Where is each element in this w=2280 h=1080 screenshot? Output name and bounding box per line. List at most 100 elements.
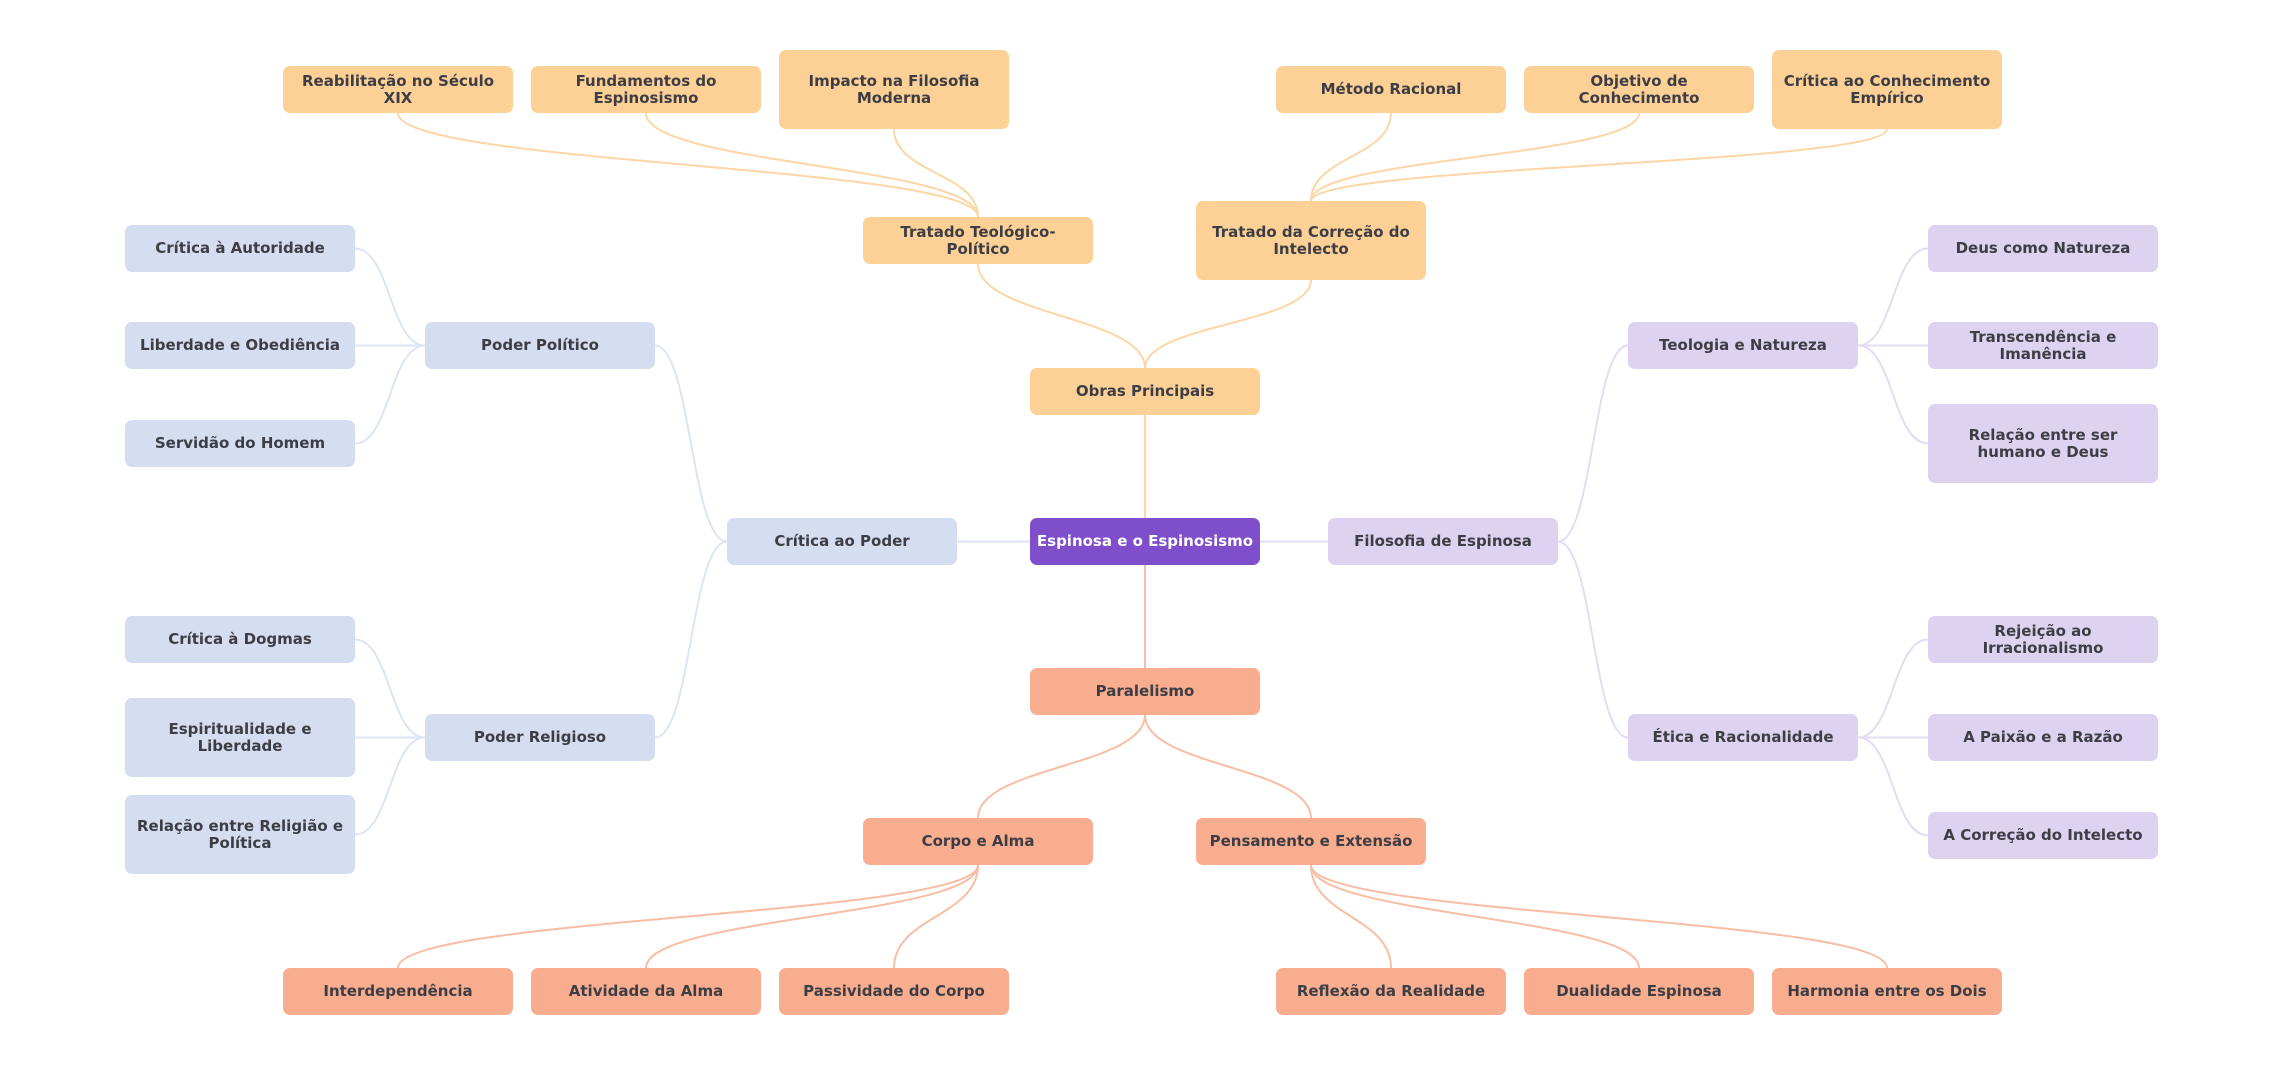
node-label: Rejeição ao Irracionalismo — [1982, 621, 2104, 657]
edge-filosofia-teologia — [1557, 344, 1629, 543]
node-metodo[interactable]: Método Racional — [1276, 66, 1506, 113]
node-interdependencia[interactable]: Interdependência — [283, 968, 513, 1015]
node-label: Corpo e Alma — [921, 832, 1035, 850]
edge-critica-politico — [654, 344, 728, 543]
node-label: A Correção do Intelecto — [1943, 826, 2143, 844]
node-harmonia[interactable]: Harmonia entre os Dois — [1772, 968, 2002, 1015]
node-label: Pensamento e Extensão — [1209, 832, 1413, 850]
node-label: Teologia e Natureza — [1659, 336, 1827, 354]
node-label: Crítica à Dogmas — [168, 630, 312, 648]
node-dualidade[interactable]: Dualidade Espinosa — [1524, 968, 1754, 1015]
node-label: Crítica ao Conhecimento Empírico — [1783, 71, 1991, 107]
node-label: A Paixão e a Razão — [1963, 728, 2123, 746]
node-label: Espiritualidade e Liberdade — [168, 719, 312, 755]
edge-paralelismo-pensamento — [1144, 714, 1312, 819]
node-label: Interdependência — [323, 982, 473, 1000]
edge-corpo-atividade — [645, 864, 979, 969]
node-autoridade[interactable]: Crítica à Autoridade — [125, 225, 355, 272]
node-correcao[interactable]: A Correção do Intelecto — [1928, 812, 2158, 859]
edge-etica-correcao — [1857, 736, 1929, 837]
node-tci[interactable]: Tratado da Correção do Intelecto — [1196, 201, 1426, 280]
root-node[interactable]: Espinosa e o Espinosismo — [1030, 518, 1260, 565]
node-label: Poder Religioso — [473, 728, 607, 746]
node-label: Reabilitação no Século XIX — [301, 71, 495, 107]
node-rejeicao[interactable]: Rejeição ao Irracionalismo — [1928, 616, 2158, 663]
edge-tci-critica_emp — [1310, 128, 1888, 202]
node-dogmas[interactable]: Crítica à Dogmas — [125, 616, 355, 663]
node-deus[interactable]: Deus como Natureza — [1928, 225, 2158, 272]
node-label: Objetivo de Conhecimento — [1578, 71, 1700, 107]
edge-ttp-fundamentos — [645, 112, 979, 218]
node-label: Crítica ao Poder — [774, 532, 910, 550]
node-liberdade[interactable]: Liberdade e Obediência — [125, 322, 355, 369]
node-politico[interactable]: Poder Político — [425, 322, 655, 369]
node-critica[interactable]: Crítica ao Poder — [727, 518, 957, 565]
node-corpo[interactable]: Corpo e Alma — [863, 818, 1093, 865]
edge-teologia-rel_humano — [1857, 344, 1929, 445]
node-label: Liberdade e Obediência — [140, 336, 340, 354]
node-servidao[interactable]: Servidão do Homem — [125, 420, 355, 467]
node-label: Dualidade Espinosa — [1556, 982, 1722, 1000]
edge-tci-objetivo — [1310, 112, 1640, 202]
node-teologia[interactable]: Teologia e Natureza — [1628, 322, 1858, 369]
node-label: Passividade do Corpo — [803, 982, 985, 1000]
node-label: Filosofia de Espinosa — [1354, 532, 1532, 550]
node-label: Reflexão da Realidade — [1296, 982, 1486, 1000]
node-critica-emp[interactable]: Crítica ao Conhecimento Empírico — [1772, 50, 2002, 129]
node-pensamento[interactable]: Pensamento e Extensão — [1196, 818, 1426, 865]
edge-paralelismo-corpo — [977, 714, 1146, 819]
node-transcendencia[interactable]: Transcendência e Imanência — [1928, 322, 2158, 369]
node-reflexao[interactable]: Reflexão da Realidade — [1276, 968, 1506, 1015]
node-label: Método Racional — [1320, 80, 1462, 98]
edge-religioso-dogmas — [354, 638, 426, 739]
node-label: Paralelismo — [1095, 682, 1195, 700]
node-reabilitacao[interactable]: Reabilitação no Século XIX — [283, 66, 513, 113]
node-paralelismo[interactable]: Paralelismo — [1030, 668, 1260, 715]
node-label: Transcendência e Imanência — [1969, 327, 2117, 363]
node-religioso[interactable]: Poder Religioso — [425, 714, 655, 761]
edge-obras-ttp — [977, 263, 1146, 369]
node-obras[interactable]: Obras Principais — [1030, 368, 1260, 415]
node-paixao[interactable]: A Paixão e a Razão — [1928, 714, 2158, 761]
edge-teologia-deus — [1857, 247, 1929, 347]
node-label: Servidão do Homem — [154, 434, 326, 452]
edge-politico-autoridade — [354, 247, 426, 347]
node-label: Obras Principais — [1075, 382, 1215, 400]
edge-pensamento-dualidade — [1310, 864, 1640, 969]
edge-religioso-rel_religiao — [354, 736, 426, 836]
edge-tci-metodo — [1310, 112, 1392, 202]
node-etica[interactable]: Ética e Racionalidade — [1628, 714, 1858, 761]
edge-corpo-passividade — [893, 864, 979, 969]
edge-ttp-impacto — [893, 128, 979, 218]
edge-politico-servidao — [354, 344, 426, 445]
node-label: Espinosa e o Espinosismo — [1036, 532, 1254, 550]
node-label: Impacto na Filosofia Moderna — [808, 71, 980, 107]
node-passividade[interactable]: Passividade do Corpo — [779, 968, 1009, 1015]
node-fundamentos[interactable]: Fundamentos do Espinosismo — [531, 66, 761, 113]
node-label: Poder Político — [481, 336, 599, 354]
node-objetivo[interactable]: Objetivo de Conhecimento — [1524, 66, 1754, 113]
node-label: Crítica à Autoridade — [155, 239, 325, 257]
node-label: Ética e Racionalidade — [1652, 728, 1834, 746]
edge-filosofia-etica — [1557, 540, 1629, 739]
node-label: Relação entre ser humano e Deus — [1968, 425, 2118, 461]
node-ttp[interactable]: Tratado Teológico-Político — [863, 217, 1093, 264]
node-label: Tratado Teológico-Político — [900, 222, 1056, 258]
edge-etica-rejeicao — [1857, 638, 1929, 739]
edge-pensamento-reflexao — [1310, 864, 1392, 969]
node-label: Tratado da Correção do Intelecto — [1212, 222, 1410, 258]
node-atividade[interactable]: Atividade da Alma — [531, 968, 761, 1015]
node-label: Deus como Natureza — [1955, 239, 2131, 257]
node-label: Harmonia entre os Dois — [1787, 982, 1987, 1000]
node-label: Atividade da Alma — [568, 982, 724, 1000]
node-rel-religiao[interactable]: Relação entre Religião e Política — [125, 795, 355, 874]
edge-obras-tci — [1144, 279, 1312, 369]
node-espiritualidade[interactable]: Espiritualidade e Liberdade — [125, 698, 355, 777]
node-filosofia[interactable]: Filosofia de Espinosa — [1328, 518, 1558, 565]
node-label: Relação entre Religião e Política — [136, 816, 344, 852]
node-impacto[interactable]: Impacto na Filosofia Moderna — [779, 50, 1009, 129]
edge-critica-religioso — [654, 540, 728, 739]
node-rel-humano[interactable]: Relação entre ser humano e Deus — [1928, 404, 2158, 483]
edge-corpo-interdependencia — [397, 864, 979, 969]
